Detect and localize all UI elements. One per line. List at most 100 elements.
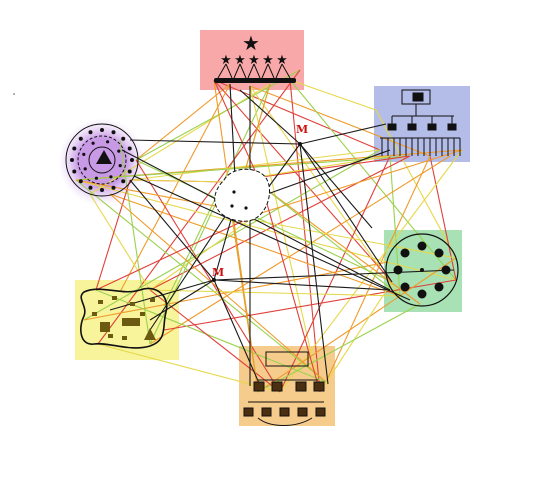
circle-dot [109,175,113,179]
marker-label-lower: M [212,266,224,279]
svg-text:★: ★ [234,53,246,68]
node-team [243,351,326,426]
connection-line [97,69,301,345]
circle-dot [82,152,86,156]
bar-icon [122,318,140,326]
hub-dot [441,265,451,275]
marker-junction-upper [298,142,302,146]
marker-junction-lower [212,278,216,282]
connection-line [261,185,401,297]
connection-line [249,85,321,393]
connection-line [109,193,401,297]
hub-dot [434,282,444,292]
star-icon: ★ [242,31,260,55]
connection-line [375,109,457,259]
connection-line-black [213,279,263,391]
connection-line [149,213,259,291]
hub-dot [400,248,410,258]
connection-line [89,193,151,291]
connection-line [119,83,231,293]
connection-line [289,79,457,281]
connection-line-black [213,215,233,281]
connection-line [129,179,227,183]
circle-dot [121,179,126,184]
svg-text:★: ★ [262,53,274,68]
star-row: ★★★ ★★ [220,53,288,68]
hub-dot [393,265,403,275]
node-orgchart [380,89,461,156]
circle-dot [127,146,132,151]
circle-dot [100,128,104,132]
connection-line [75,155,411,181]
node-circle [65,123,139,197]
connection-line [83,261,389,321]
hub-dot [434,248,444,258]
marker-label-upper: M [296,123,308,136]
connection-line [257,257,457,393]
connection-line-black [133,175,411,301]
pyramid-lines [217,63,291,79]
connection-line [149,155,411,291]
circle-dot [117,149,121,153]
connection-line [135,69,301,161]
connection-line-black [121,149,391,291]
node-network [80,287,168,349]
circle-dot [94,176,98,180]
connection-line [289,79,321,393]
connection-line [135,159,281,393]
stray-dot [13,93,15,95]
connection-line [429,155,457,281]
connection-line [95,213,259,291]
connection-line [213,79,263,187]
circle-dot [72,146,77,151]
circle-dot [111,130,116,135]
connections [75,69,463,393]
circle-dot [91,141,95,145]
circle-dot [100,188,104,192]
node-center-blob [214,168,270,222]
connection-line [279,155,391,393]
connection-line [129,149,381,181]
connection-line [319,281,393,393]
connection-line-black [239,89,301,145]
connection-line [257,303,421,393]
connection-line-black [299,123,387,145]
square-icon [100,322,110,332]
small-marks [92,296,155,340]
svg-text:★: ★ [248,53,260,68]
connection-line [149,181,227,345]
circle-dot [78,136,83,141]
circle-dot [130,158,134,162]
circle-dot [106,140,110,144]
connection-line-black [299,143,373,229]
connection-line-black [299,143,329,385]
connection-line [149,289,401,297]
circle-dot [111,185,116,190]
node-hierarchy: ★ ★★★ ★★ [214,31,296,83]
connection-line-black [129,179,215,281]
circle-dot [88,130,93,135]
connection-line-black [149,205,233,331]
circle-dot [72,169,77,174]
triangle-icon [96,150,112,164]
circle-dot [121,136,126,141]
connection-line-black [299,143,393,283]
connection-line [75,179,457,281]
connection-line-black [261,149,391,197]
triangle-icon [144,328,156,340]
circle-dot [78,179,83,184]
hub-dots [393,241,451,299]
connection-line-black [213,279,391,291]
figure-row [214,78,296,83]
connection-line [279,149,463,393]
connection-line [135,83,231,161]
circle-dot [118,164,122,168]
node-hub [385,233,459,307]
circle-dot [88,185,93,190]
connection-line-black [129,139,301,145]
connection-line [95,179,131,291]
circle-dot [127,169,132,174]
circle-dots [70,128,134,192]
connection-line [261,185,421,305]
